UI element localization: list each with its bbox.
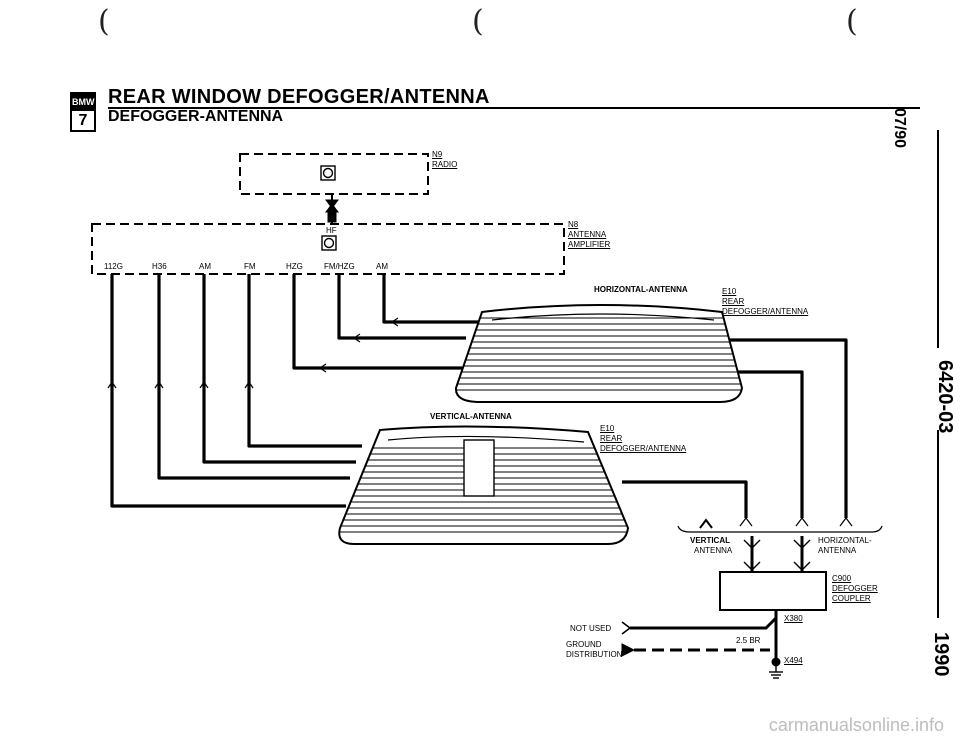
amp-pin-label: AM: [376, 262, 388, 271]
glass2-name-line1: REAR: [600, 434, 623, 443]
amp-pin-label: AM: [199, 262, 211, 271]
logo-brand: BMW: [72, 94, 95, 111]
horizontal-antenna-label: HORIZONTAL-ANTENNA: [594, 285, 688, 294]
amplifier-box: [91, 223, 565, 275]
ground-x494: X494: [784, 656, 803, 665]
glass2-id: E10: [600, 424, 615, 433]
coupler-name-line1: DEFOGGER: [832, 584, 878, 593]
rear-glass-horizontal: [454, 304, 744, 403]
glass1-name-line2: DEFOGGER/ANTENNA: [722, 307, 809, 316]
wire-spec-label: 2.5 BR: [736, 636, 761, 645]
radio-symbol-icon: [320, 165, 336, 181]
amp-pin-label: 112G: [104, 262, 123, 271]
ground-label-line2: DISTRIBUTION: [566, 650, 623, 659]
not-used-label: NOT USED: [570, 624, 612, 633]
coax-connector-icon: [325, 194, 339, 224]
title-rule: [108, 107, 920, 109]
ground-label-line1: GROUND: [566, 640, 602, 649]
scan-mark-right: (: [846, 4, 858, 39]
vertical-connector-line1: VERTICAL: [690, 536, 730, 545]
coupler-id: C900: [832, 574, 852, 583]
rear-glass-vertical: [338, 425, 630, 545]
connector-x380: X380: [784, 614, 803, 623]
scan-mark-center: (: [472, 4, 484, 39]
wire-marks: [107, 317, 399, 389]
horizontal-connector-line1: HORIZONTAL-: [818, 536, 872, 545]
scan-mark-left: (: [98, 4, 110, 39]
amplifier-symbol-icon: [321, 235, 337, 251]
coupler-name-line2: COUPLER: [832, 594, 871, 603]
connector-bracket: [677, 517, 883, 533]
amp-pin-label: HZG: [286, 262, 303, 271]
coupler-box: [719, 571, 827, 611]
radio-id: N9: [432, 150, 443, 159]
logo-series: 7: [78, 112, 88, 129]
vertical-connector-line2: ANTENNA: [694, 546, 733, 555]
amp-pin-label: FM/HZG: [324, 262, 355, 271]
amp-pin-label: H36: [152, 262, 167, 271]
glass1-id: E10: [722, 287, 737, 296]
radio-name: RADIO: [432, 160, 458, 169]
page-title: REAR WINDOW DEFOGGER/ANTENNA: [108, 86, 490, 108]
watermark: carmanualsonline.info: [768, 715, 944, 735]
horizontal-connector-line2: ANTENNA: [818, 546, 857, 555]
amp-id: N8: [568, 220, 579, 229]
glass2-name-line2: DEFOGGER/ANTENNA: [600, 444, 687, 453]
hf-label: HF: [326, 226, 337, 235]
radio-box: [239, 153, 429, 195]
vertical-antenna-label: VERTICAL-ANTENNA: [430, 412, 512, 421]
glass1-name-line1: REAR: [722, 297, 745, 306]
harness-wires: [110, 274, 848, 518]
ground-wiring: [621, 610, 783, 679]
amp-pin-label: FM: [244, 262, 256, 271]
amp-name-line2: AMPLIFIER: [568, 240, 611, 249]
bmw-logo-icon: BMW 7: [70, 92, 96, 132]
page-subtitle: DEFOGGER-ANTENNA: [108, 108, 284, 125]
amp-name-line1: ANTENNA: [568, 230, 607, 239]
antenna-connector-pins: [743, 536, 811, 572]
